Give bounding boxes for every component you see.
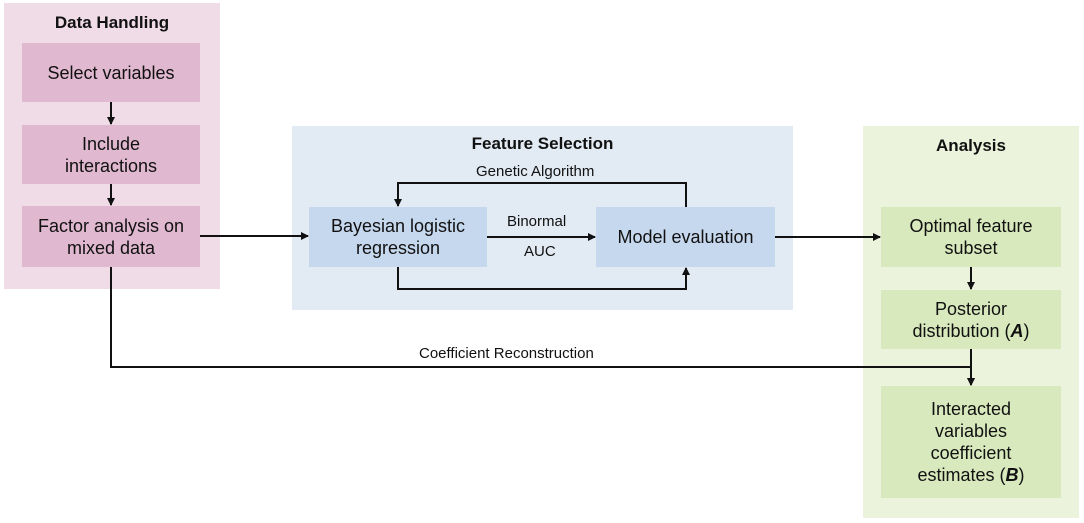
arrow-coefficient-reconstruction: [110, 267, 975, 386]
factor-analysis-label-line1: Factor analysis on: [37, 215, 185, 236]
include-interactions-label-line2: interactions: [64, 155, 158, 176]
bayesian-label-line1: Bayesian logistic: [330, 216, 466, 236]
posterior-label-prefix: distribution (: [912, 320, 1011, 341]
include-interactions-label-line1: Include: [81, 133, 141, 154]
optimal-label-line2: subset: [944, 238, 998, 258]
interacted-label-line1: Interacted: [930, 399, 1012, 419]
factor-analysis-box: Factor analysis on mixed data: [22, 206, 200, 267]
genetic-algorithm-label: Genetic Algorithm: [476, 163, 595, 180]
coefficient-reconstruction-label: Coefficient Reconstruction: [419, 345, 594, 362]
model-evaluation-box: Model evaluation: [596, 207, 775, 267]
interacted-coefficient-box: Interacted variables coefficient estimat…: [881, 386, 1061, 498]
factor-analysis-label-line2: mixed data: [66, 237, 156, 258]
bayesian-label-line2: regression: [355, 238, 441, 258]
posterior-label-line2: distribution (A): [912, 320, 1029, 342]
include-interactions-box: Include interactions: [22, 125, 200, 184]
arrow-genetic-loop: [394, 182, 687, 207]
select-variables-box: Select variables: [22, 43, 200, 102]
interacted-label-prefix: estimates (: [917, 465, 1006, 485]
model-evaluation-label: Model evaluation: [617, 227, 754, 247]
bayesian-logistic-regression-box: Bayesian logistic regression: [309, 207, 487, 267]
posterior-label-line1: Posterior: [934, 298, 1007, 319]
interacted-label-suffix: ): [1018, 465, 1025, 485]
interacted-label-line2: variables: [934, 421, 1008, 441]
posterior-label-suffix: ): [1023, 320, 1030, 341]
arrow-bottom-loop: [397, 267, 690, 290]
posterior-letter-a: A: [1010, 320, 1024, 341]
interacted-label-line4: estimates (B): [917, 464, 1024, 486]
posterior-distribution-box: Posterior distribution (A): [881, 290, 1061, 349]
feature-selection-title: Feature Selection: [471, 134, 614, 153]
interacted-label-line3: coefficient: [930, 443, 1012, 463]
optimal-feature-subset-box: Optimal feature subset: [881, 207, 1061, 267]
optimal-label-line1: Optimal feature: [909, 216, 1033, 236]
select-variables-label: Select variables: [47, 62, 175, 83]
interacted-letter-b: B: [1005, 465, 1019, 485]
analysis-title: Analysis: [936, 136, 1006, 155]
auc-label: AUC: [524, 243, 556, 260]
binormal-label: Binormal: [507, 213, 567, 230]
data-handling-title: Data Handling: [54, 13, 170, 32]
